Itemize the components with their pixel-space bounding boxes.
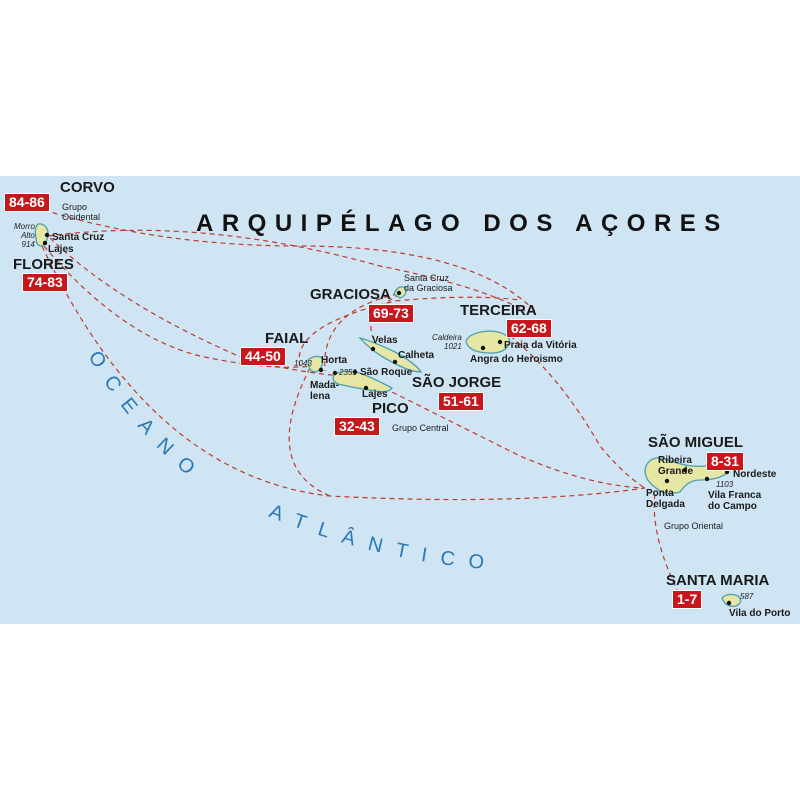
route-terceira-saomiguel	[509, 335, 646, 489]
island-flores	[34, 223, 49, 247]
route-flores-terceira	[47, 229, 526, 312]
azores-map: OCEANO ATLÂNTICO ARQUIPÉLAGO DOS AÇORES …	[0, 176, 800, 624]
flores-name: FLORES	[13, 256, 74, 273]
corvo-name: CORVO	[60, 179, 115, 196]
town-lajes-pico: Lajes	[362, 389, 388, 400]
island-pico	[332, 370, 393, 393]
terceira-name: TERCEIRA	[460, 302, 537, 319]
route-corvo-terceira	[43, 209, 536, 312]
sao-miguel-name: SÃO MIGUEL	[648, 434, 744, 451]
sao-jorge-pages-badge[interactable]: 51-61	[438, 392, 484, 411]
faial-name: FAIAL	[265, 330, 309, 347]
flores-pages-badge[interactable]: 74-83	[22, 273, 68, 292]
town-sao-roque: São Roque	[360, 367, 413, 378]
graciosa-pages-badge[interactable]: 69-73	[368, 304, 414, 323]
sao-jorge-name: SÃO JORGE	[412, 374, 502, 391]
sao-miguel-pages-badge[interactable]: 8-31	[706, 452, 745, 471]
route-graciosa-pico	[324, 293, 399, 372]
faial-pages-badge[interactable]: 44-50	[240, 347, 286, 366]
town-vila-do-porto: Vila do Porto	[729, 608, 791, 619]
route-graciosa-saojorge	[370, 293, 401, 342]
island-terceira	[465, 330, 511, 354]
graciosa-name: GRACIOSA	[310, 286, 391, 303]
route-flores-saomiguel	[41, 245, 646, 501]
sao-miguel-peak: 1103	[716, 480, 734, 489]
ocean-label-2: ATLÂNTICO	[266, 500, 499, 575]
town-angra-do-heroismo: Angra do Heroismo	[470, 354, 563, 365]
group-west-label: Grupo Ocidental	[62, 202, 101, 222]
corvo-pages-badge[interactable]: 84-86	[4, 193, 50, 212]
town-markers	[42, 232, 732, 606]
town-praia-da-vitoria: Praia da Vitória	[504, 340, 577, 351]
town-madalena: Mada-lena	[310, 380, 339, 402]
pico-name: PICO	[372, 400, 409, 417]
town-calheta: Calheta	[398, 350, 435, 361]
santa-maria-pages-badge[interactable]: 1-7	[672, 590, 703, 609]
faial-peak: 1043	[294, 359, 312, 368]
ocean-label-1: OCEANO	[84, 347, 210, 488]
santa-maria-peak: 587	[740, 592, 754, 601]
group-east-label: Grupo Oriental	[664, 521, 724, 531]
pico-peak: 2351	[339, 368, 357, 377]
island-santa-maria	[721, 593, 742, 607]
town-horta: Horta	[321, 355, 348, 366]
map-graphics: OCEANO ATLÂNTICO	[34, 199, 742, 607]
route-faial-graciosa	[298, 296, 521, 367]
ferry-routes	[41, 209, 701, 602]
route-flores-pico	[49, 237, 351, 377]
santa-maria-name: SANTA MARIA	[666, 572, 770, 589]
route-faial-saomiguel	[288, 367, 331, 497]
terceira-pages-badge[interactable]: 62-68	[506, 319, 552, 338]
pico-pages-badge[interactable]: 32-43	[334, 417, 380, 436]
town-nordeste: Nordeste	[733, 469, 777, 480]
town-velas: Velas	[372, 335, 398, 346]
map-title: ARQUIPÉLAGO DOS AÇORES	[196, 210, 729, 237]
island-sao-jorge	[358, 336, 423, 373]
island-faial	[307, 355, 324, 373]
town-santa-cruz: Santa Cruz	[52, 232, 105, 243]
town-lajes-flores: Lajes	[48, 244, 74, 255]
group-central-label: Grupo Central	[392, 423, 449, 433]
